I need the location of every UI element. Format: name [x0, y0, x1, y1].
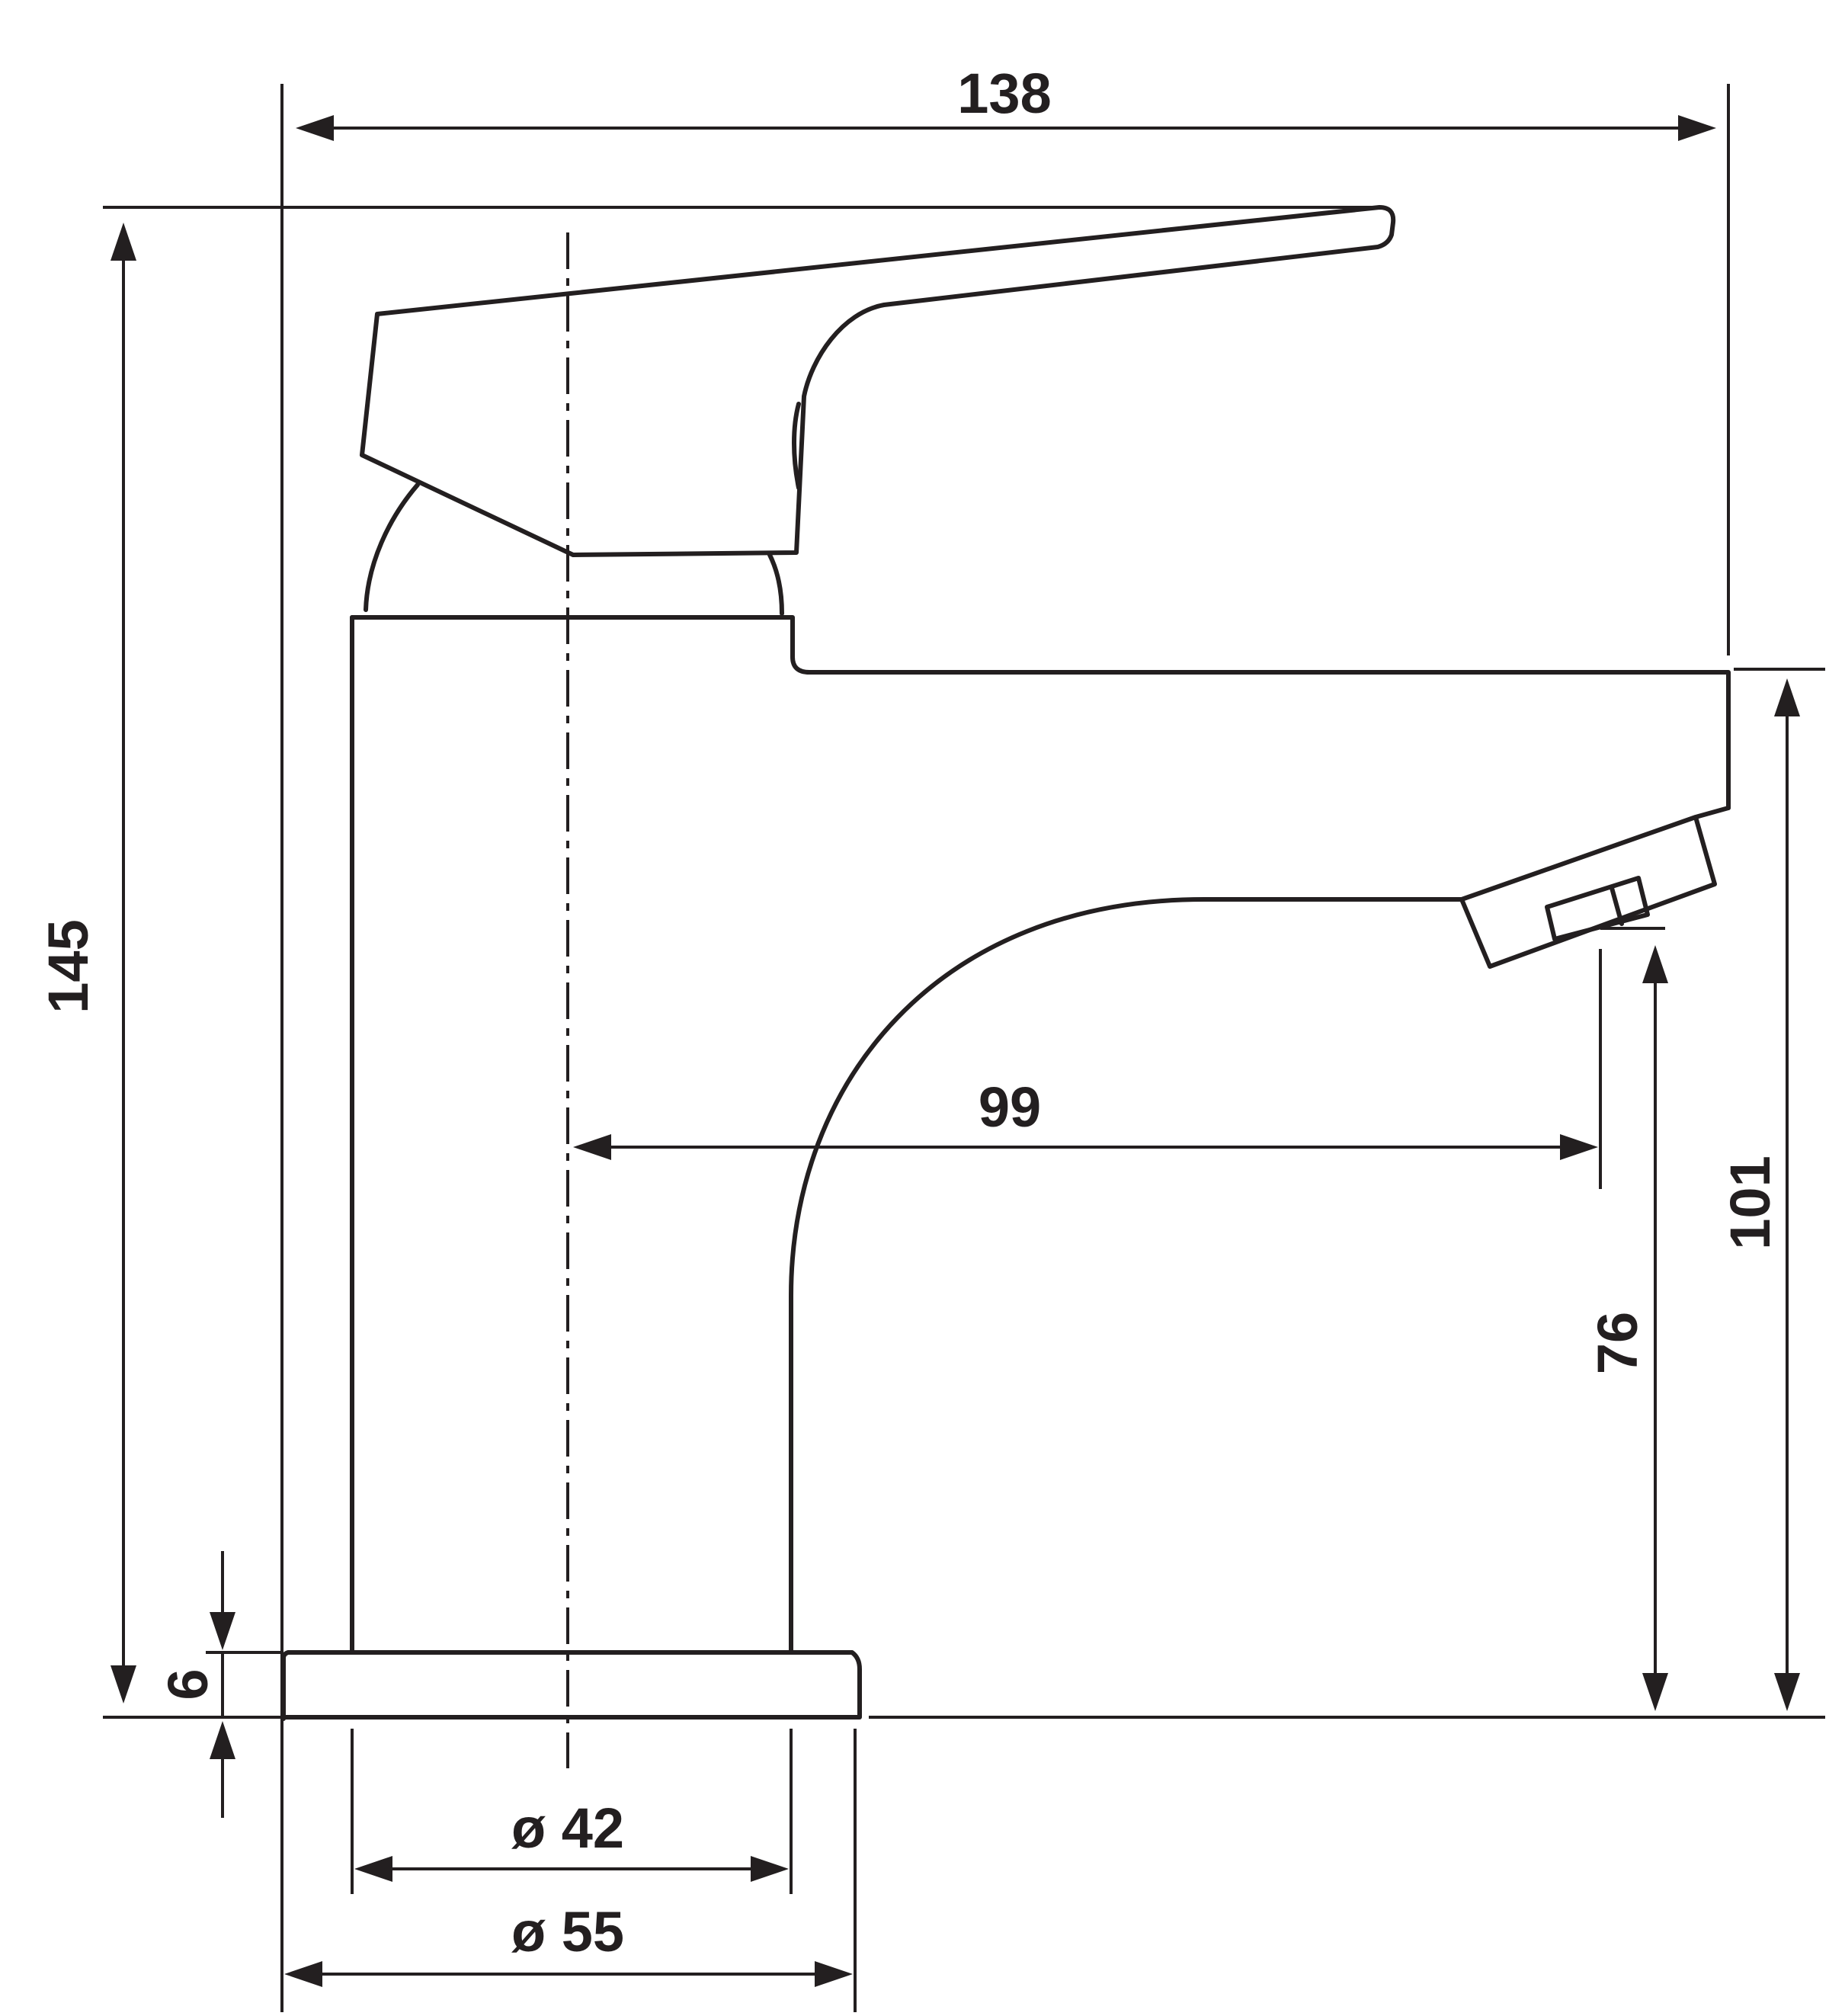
faucet-aerator-inner [1545, 876, 1650, 941]
dim-overall-height: 145 [37, 919, 100, 1013]
faucet-base [281, 1650, 862, 1721]
extension-lines [103, 84, 1825, 2012]
dim-spout-height: 101 [1718, 1155, 1782, 1249]
faucet-spout-underside [789, 897, 1464, 1655]
dim-overall-width: 138 [957, 62, 1051, 125]
faucet-aerator [1459, 806, 1731, 969]
faucet-lever-detail [792, 402, 801, 490]
dim-spout-reach: 99 [979, 1075, 1041, 1139]
faucet-lever-handle [360, 205, 1396, 557]
dim-base-diameter: ø 55 [511, 1900, 624, 1963]
dim-body-diameter: ø 42 [511, 1796, 624, 1860]
faucet-outline [281, 205, 1731, 1721]
faucet-body-top [350, 615, 1731, 810]
dim-outlet-height: 76 [1586, 1312, 1649, 1374]
dimension-labels: 138 145 99 101 76 6 ø 42 ø 55 [37, 62, 1782, 1963]
faucet-cartridge-dome [364, 482, 784, 616]
dim-base-thickness: 6 [156, 1668, 219, 1700]
dimension-lines [111, 115, 1800, 1987]
